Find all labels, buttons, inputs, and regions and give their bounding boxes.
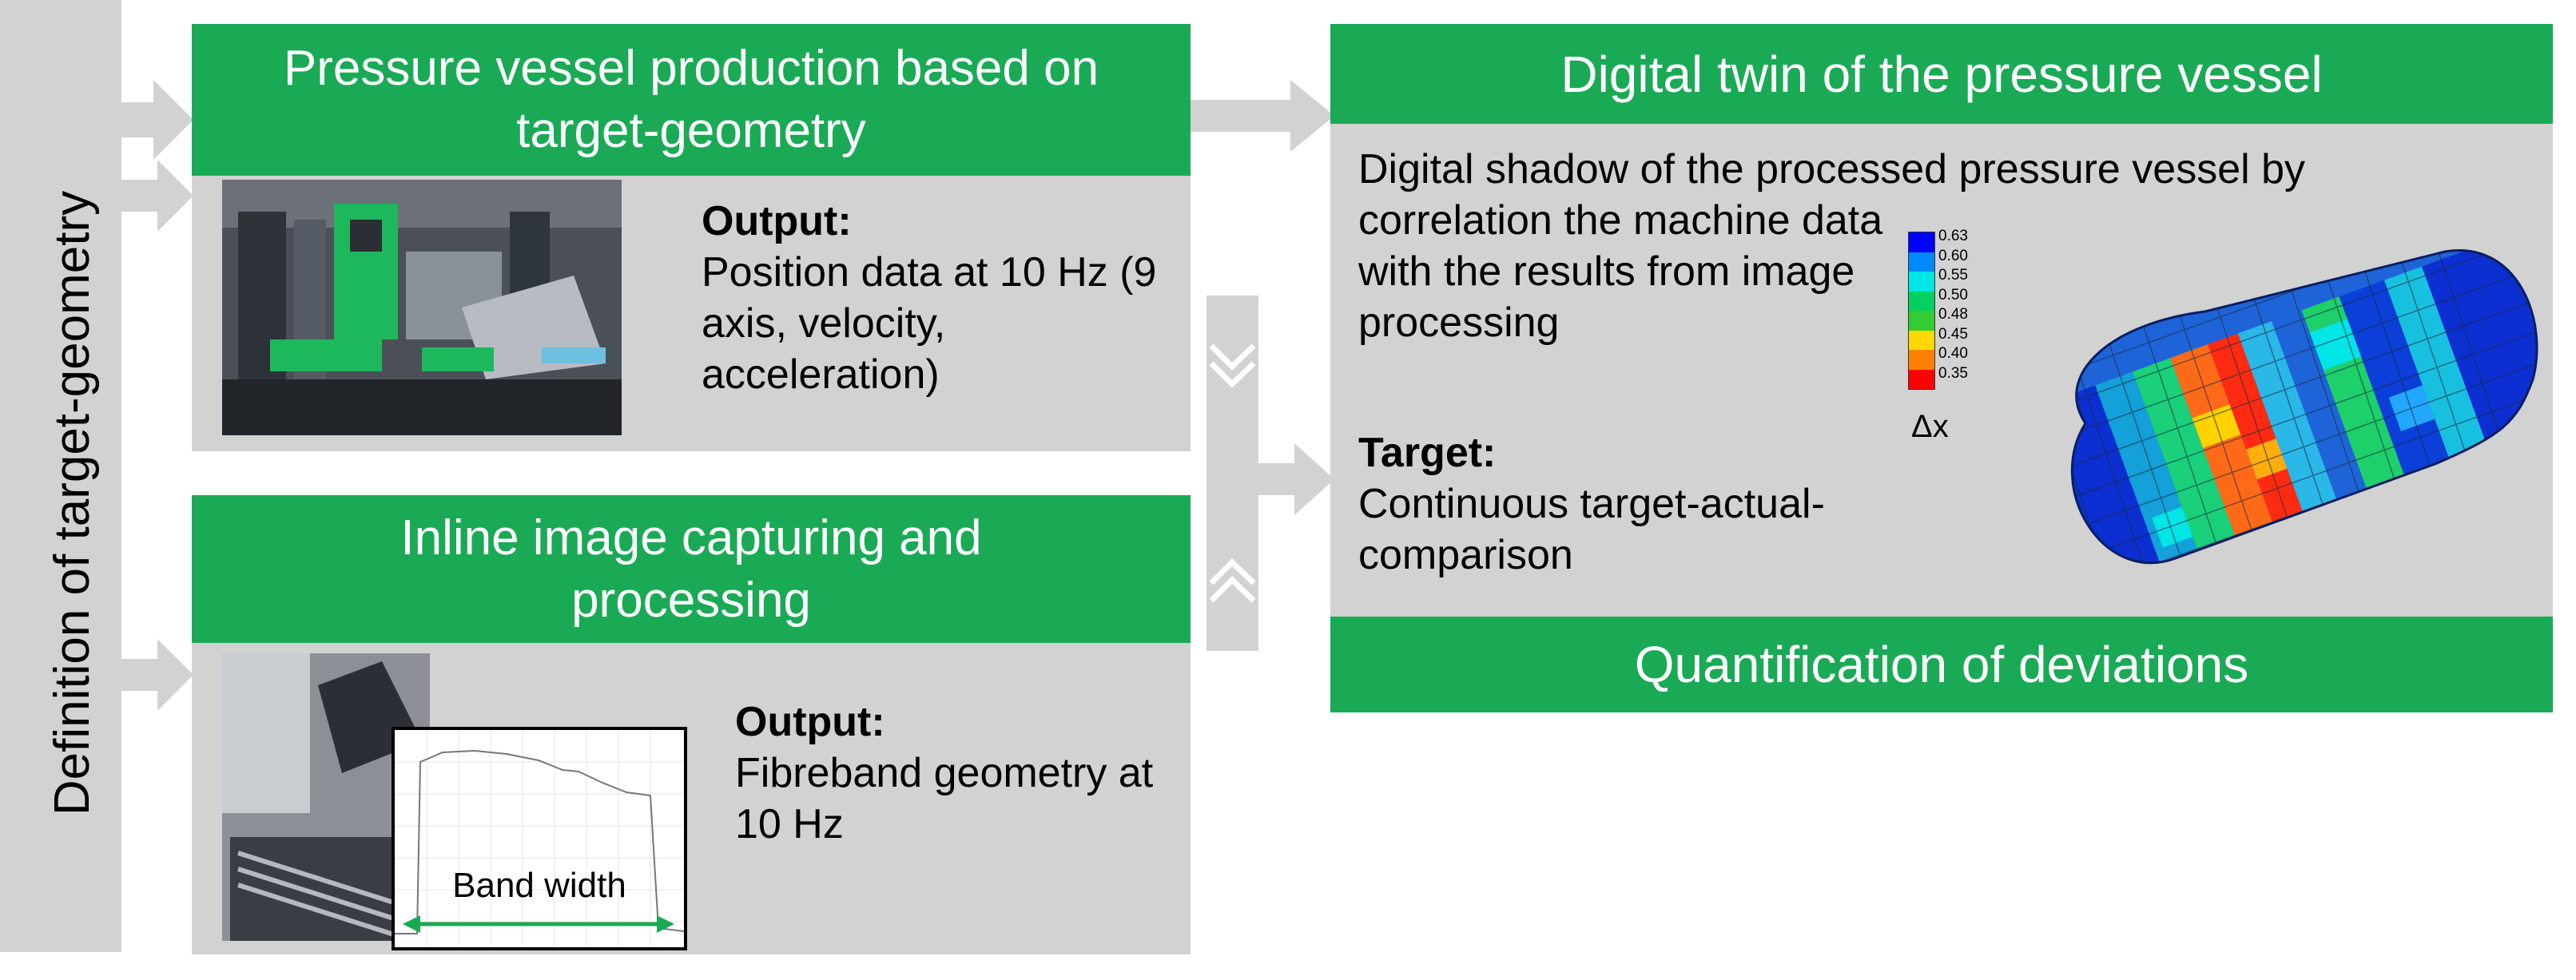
legend-swatch xyxy=(1909,272,1934,292)
twin-footer-text: Quantification of deviations xyxy=(1634,636,2249,693)
legend-colorbar xyxy=(1908,232,1935,390)
deviation-legend: 0.63 0.60 0.55 0.50 0.48 0.45 0.40 0.35 Δx xyxy=(1908,228,1996,455)
legend-swatch xyxy=(1909,311,1934,331)
twin-target-label: Target: xyxy=(1358,430,1497,476)
imaging-header-text: Inline image capturing and processing xyxy=(400,510,982,628)
merge-to-twin-arrow xyxy=(1258,443,1334,515)
band-width-label: Band width xyxy=(452,866,626,905)
band-width-arrow xyxy=(403,915,674,933)
production-output-text: Position data at 10 Hz (9 axis, velocity… xyxy=(702,249,1157,398)
legend-tick: 0.35 xyxy=(1938,364,1968,382)
legend-tick: 0.63 xyxy=(1938,228,1968,244)
legend-tick: 0.55 xyxy=(1938,267,1968,284)
band-width-plot: Band width xyxy=(392,727,687,950)
production-output: Output: Position data at 10 Hz (9 axis, … xyxy=(702,196,1173,400)
merge-chevron-down xyxy=(1209,343,1256,388)
imaging-output: Output: Fibreband geometry at 10 Hz xyxy=(735,696,1175,850)
twin-description-line1: Digital shadow of the processed pressure… xyxy=(1358,146,2306,192)
legend-tick: 0.60 xyxy=(1938,247,1968,264)
target-geometry-bar xyxy=(0,0,121,952)
bar-to-imaging-arrow xyxy=(121,639,193,711)
legend-tick: 0.40 xyxy=(1938,345,1968,362)
bar-to-production-image-arrow xyxy=(121,160,193,232)
legend-tick: 0.45 xyxy=(1938,325,1968,343)
legend-tick: 0.48 xyxy=(1938,306,1968,323)
imaging-output-label: Output: xyxy=(735,699,885,745)
band-profile-line xyxy=(395,749,684,934)
twin-description-rest: correlation the machine data with the re… xyxy=(1358,197,1883,346)
imaging-header: Inline image capturing and processing xyxy=(192,495,1191,643)
production-header: Pressure vessel production based on targ… xyxy=(192,24,1191,176)
production-header-text: Pressure vessel production based on targ… xyxy=(283,41,1099,158)
production-photo xyxy=(222,180,622,435)
legend-swatch xyxy=(1909,291,1934,311)
imaging-output-text: Fibreband geometry at 10 Hz xyxy=(735,750,1154,847)
production-to-twin-arrow xyxy=(1191,80,1334,152)
twin-footer: Quantification of deviations xyxy=(1330,617,2553,712)
legend-swatch xyxy=(1909,330,1934,350)
legend-swatch xyxy=(1909,232,1934,252)
imaging-photo xyxy=(222,653,430,941)
merge-chevron-up xyxy=(1209,558,1256,603)
twin-header-text: Digital twin of the pressure vessel xyxy=(1560,45,2323,103)
target-geometry-label: Definition of target-geometry xyxy=(44,190,100,816)
legend-swatch xyxy=(1909,369,1934,389)
legend-tick-labels: 0.63 0.60 0.55 0.50 0.48 0.45 0.40 0.35 xyxy=(1938,227,1994,395)
legend-swatch xyxy=(1909,350,1934,370)
legend-swatch xyxy=(1909,252,1934,272)
twin-target-text: Continuous target-actual-comparison xyxy=(1358,481,1825,578)
legend-tick: 0.50 xyxy=(1938,286,1968,304)
pressure-vessel-deviation-map xyxy=(2070,249,2538,565)
bar-to-production-arrow xyxy=(121,80,193,160)
production-output-label: Output: xyxy=(702,198,852,244)
merge-bar xyxy=(1207,296,1258,651)
twin-target: Target: Continuous target-actual-compari… xyxy=(1358,427,1910,581)
legend-title: Δx xyxy=(1911,409,1949,444)
twin-header: Digital twin of the pressure vessel xyxy=(1330,24,2553,124)
